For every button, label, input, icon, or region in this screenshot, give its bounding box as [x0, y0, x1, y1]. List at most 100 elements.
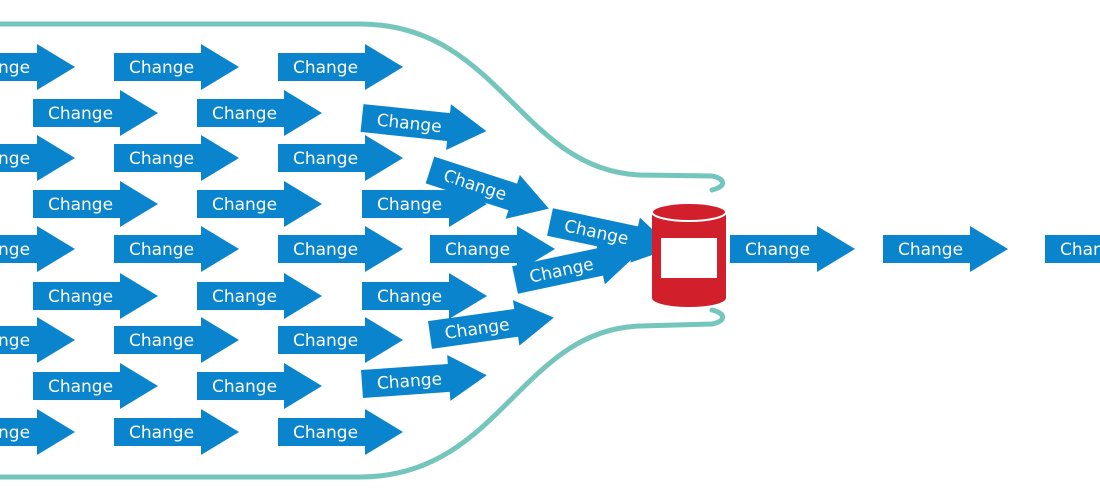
arrow-shape [0, 317, 75, 363]
arrow-shape [0, 409, 75, 455]
arrow-label: Change [1060, 240, 1100, 260]
change-arrow: Change [428, 300, 554, 349]
change-arrow: Change [883, 226, 1008, 272]
arrow-shape [278, 44, 403, 90]
arrow-shape [547, 208, 673, 263]
change-arrow: Change [730, 226, 855, 272]
change-arrow: Change [362, 181, 487, 227]
change-arrow: Change [197, 273, 322, 319]
arrow-shape [114, 317, 239, 363]
change-arrow: Change [114, 226, 239, 272]
change-arrow: Change [1045, 235, 1100, 263]
arrow-label: Change [129, 331, 194, 351]
change-arrow: Change [33, 273, 158, 319]
arrow-label: Change [212, 195, 277, 215]
change-arrow: Change [278, 135, 403, 181]
arrow-shape [730, 226, 855, 272]
change-arrow: Change [0, 135, 75, 181]
arrow-shape [33, 273, 158, 319]
change-arrow: Change [197, 90, 322, 136]
change-arrow: Change [278, 409, 403, 455]
arrow-label: Change [293, 423, 358, 443]
arrow-shape [512, 239, 638, 294]
change-arrow: Change [0, 409, 75, 455]
arrow-label: Change [212, 377, 277, 397]
change-arrow: Change [114, 409, 239, 455]
change-arrow: Change [278, 317, 403, 363]
arrow-shape [0, 44, 75, 90]
arrow-shape [197, 90, 322, 136]
arrow-shape [0, 135, 75, 181]
change-arrow: Change [197, 363, 322, 409]
arrow-shape [33, 181, 158, 227]
arrow-label: Change [898, 240, 963, 260]
arrow-shape [114, 409, 239, 455]
change-arrow: Change [362, 273, 487, 319]
arrow-label: Change [0, 149, 30, 169]
arrow-label: Change [48, 287, 113, 307]
change-arrow: Change [278, 226, 403, 272]
bottle-outline [0, 21, 725, 193]
arrow-label: Change [129, 423, 194, 443]
change-arrow: Change [197, 181, 322, 227]
bottle-outline-bottom [0, 307, 725, 480]
cork-band [661, 238, 717, 278]
arrow-shape [114, 44, 239, 90]
arrow-shape [278, 317, 403, 363]
arrow-label: Change [745, 240, 810, 260]
change-arrow: Change [361, 354, 487, 401]
arrow-label: Change [293, 58, 358, 78]
change-arrow: Change [114, 44, 239, 90]
arrow-label: Change [129, 149, 194, 169]
arrow-shape [114, 135, 239, 181]
arrow-label: Change [0, 331, 30, 351]
change-arrow: Change [425, 156, 549, 219]
change-arrows: ChangeChangeChangeChangeChangeChangeChan… [0, 44, 1100, 455]
arrow-shape [362, 181, 487, 227]
arrow-label: Change [0, 423, 30, 443]
arrow-label: Change [48, 195, 113, 215]
arrow-label: Change [48, 104, 113, 124]
arrow-shape [428, 300, 554, 349]
arrow-shape [114, 226, 239, 272]
arrow-shape [278, 226, 403, 272]
arrow-label: Change [0, 58, 30, 78]
arrow-shape [425, 156, 549, 219]
cork-top [651, 202, 727, 222]
arrow-shape [362, 273, 487, 319]
arrow-shape [361, 354, 487, 401]
change-arrow: Change [0, 317, 75, 363]
arrow-label: Change [377, 287, 442, 307]
arrow-label: Change [212, 104, 277, 124]
arrow-label: Change [293, 331, 358, 351]
arrow-shape [33, 90, 158, 136]
arrow-label: Change [293, 149, 358, 169]
change-arrow: Change [360, 104, 487, 150]
change-arrow: Change [114, 317, 239, 363]
bottleneck-cork [651, 202, 727, 307]
change-arrow: Change [33, 363, 158, 409]
change-arrow: Change [0, 44, 75, 90]
arrow-shape [278, 409, 403, 455]
arrow-label: Change [212, 287, 277, 307]
change-arrow: Change [430, 226, 555, 272]
arrow-shape [197, 181, 322, 227]
arrow-shape [1045, 235, 1100, 263]
arrow-shape [360, 104, 487, 150]
arrow-label: Change [377, 195, 442, 215]
arrow-shape [0, 226, 75, 272]
arrow-shape [33, 363, 158, 409]
change-arrow: Change [114, 135, 239, 181]
arrow-shape [430, 226, 555, 272]
arrow-shape [278, 135, 403, 181]
arrow-label: Change [445, 240, 510, 260]
arrow-label: Change [48, 377, 113, 397]
change-arrow: Change [33, 90, 158, 136]
change-arrow: Change [0, 226, 75, 272]
cork-bottom [652, 289, 726, 307]
arrow-label: Change [293, 240, 358, 260]
change-arrow: Change [33, 181, 158, 227]
arrow-label: Change [129, 58, 194, 78]
arrow-shape [197, 273, 322, 319]
